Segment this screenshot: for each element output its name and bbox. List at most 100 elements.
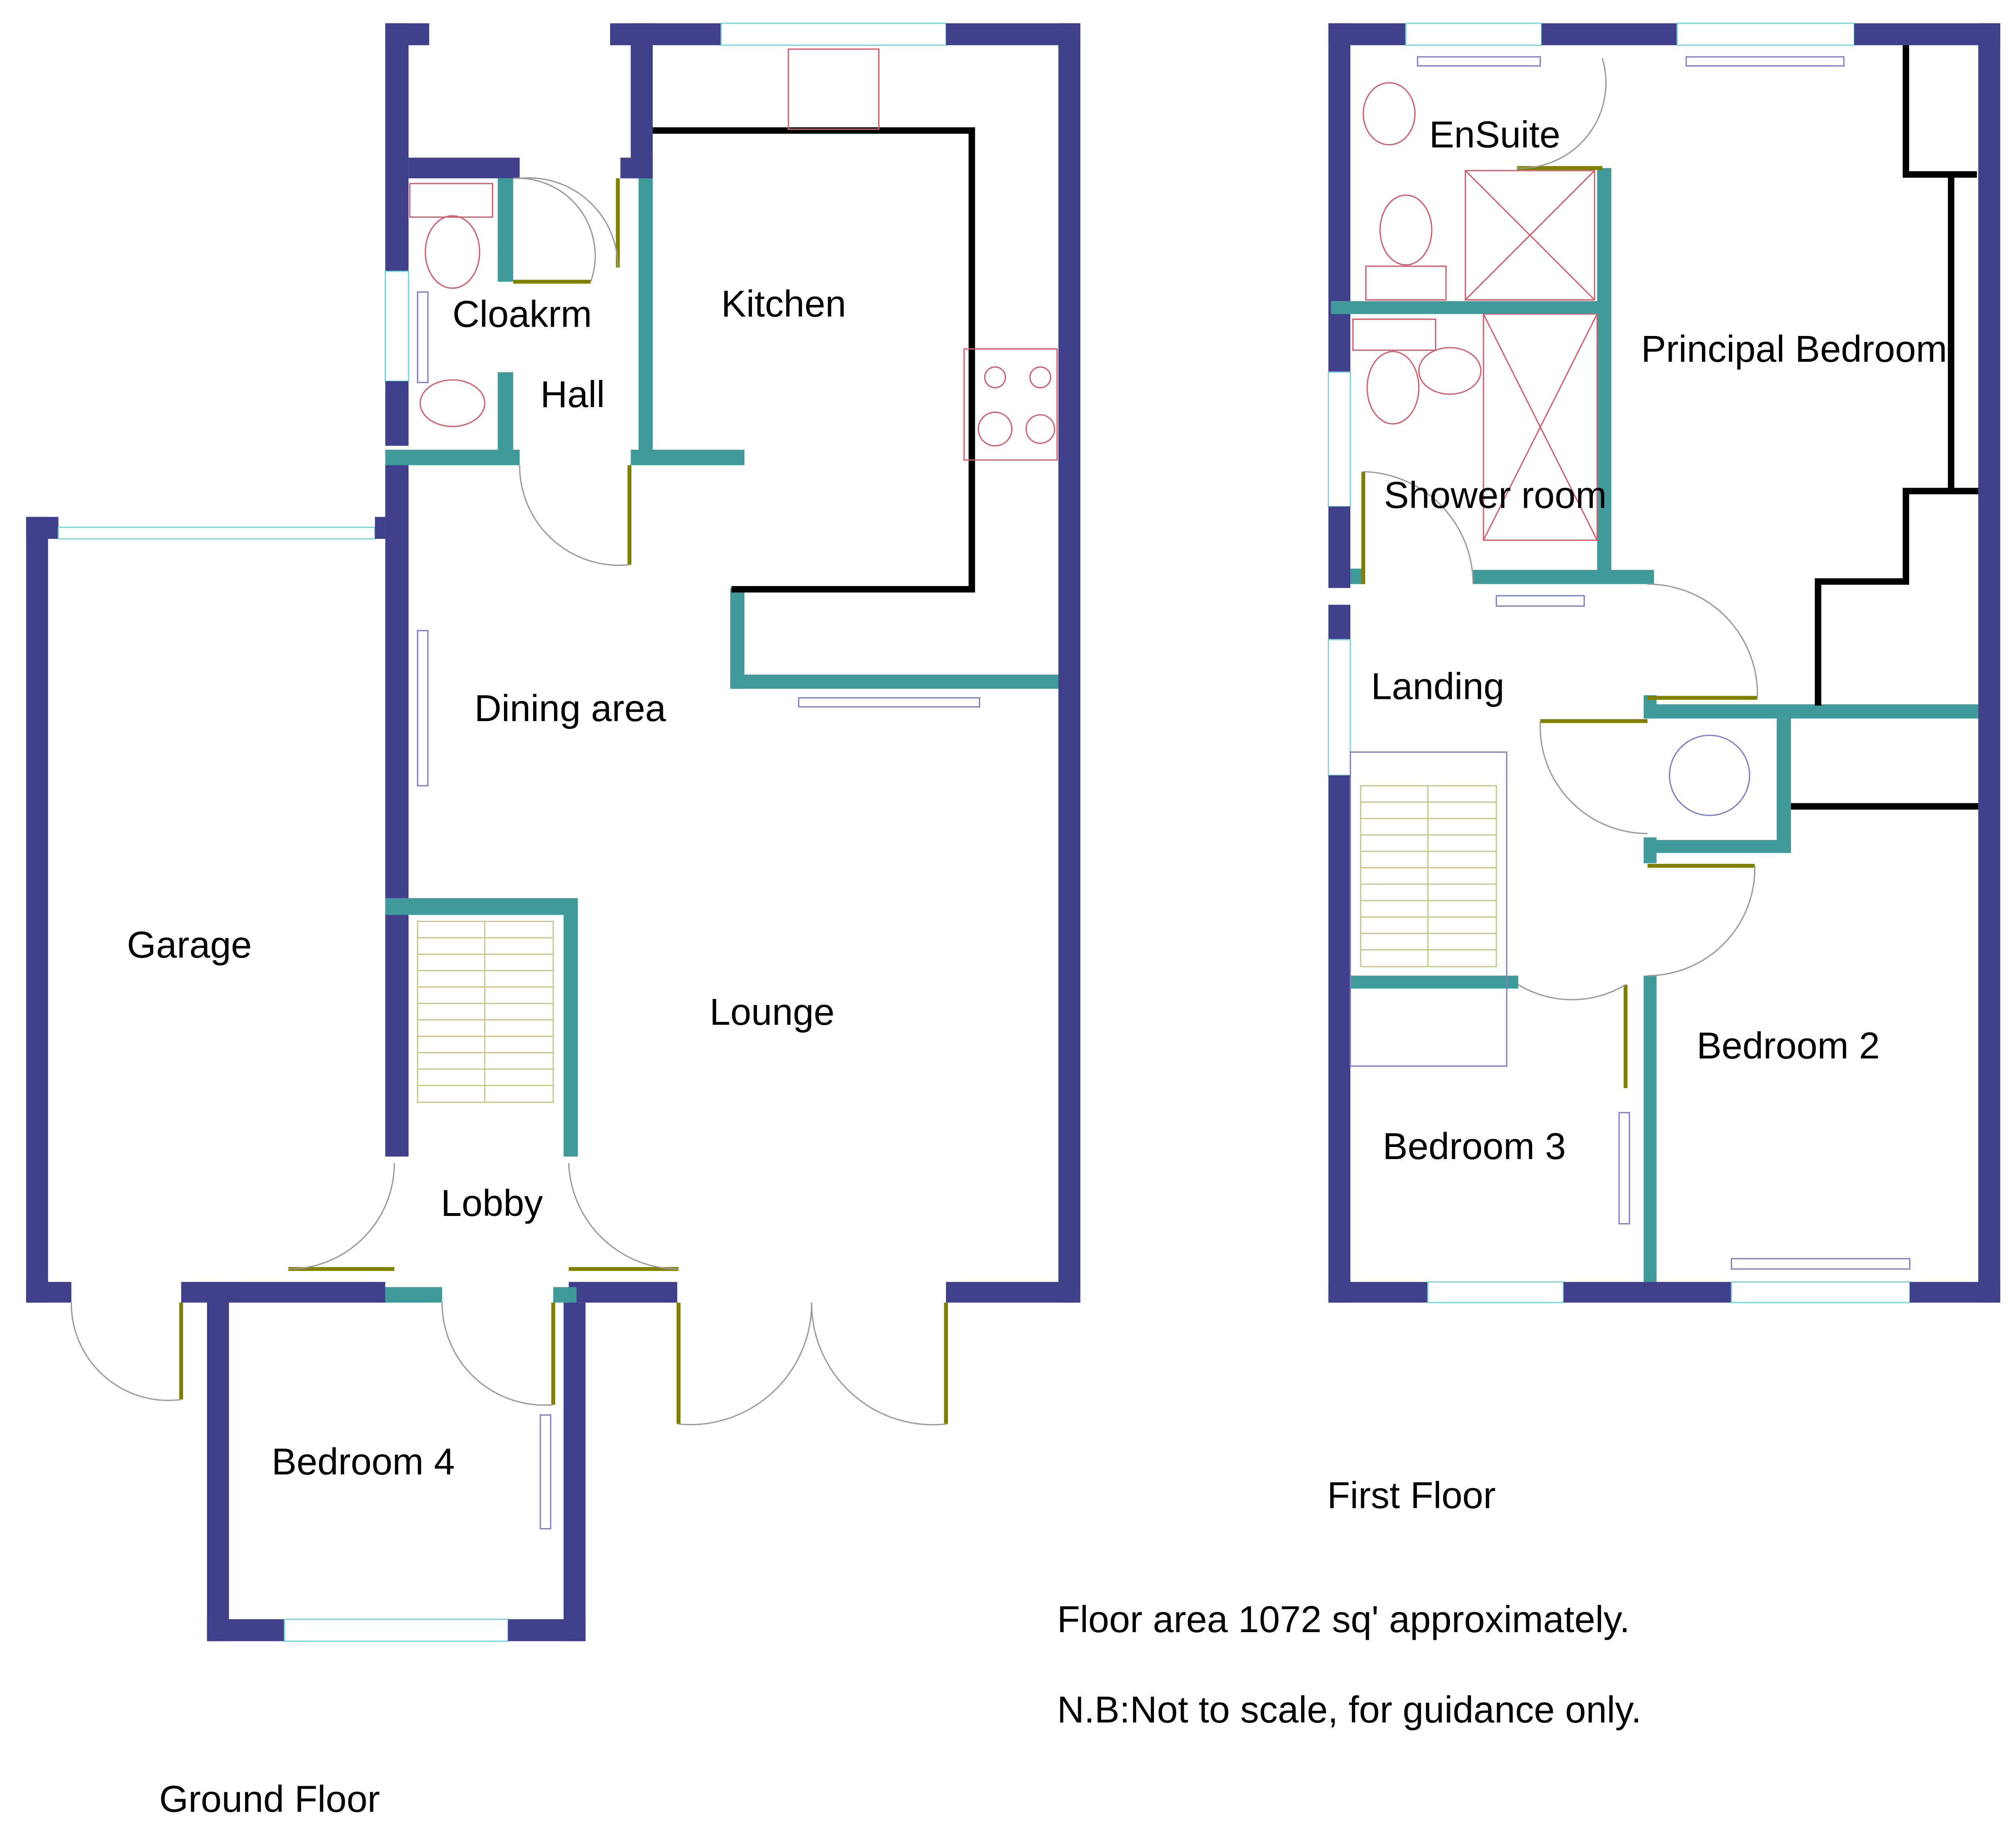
hob [963,348,1058,461]
floor-area-note: Floor area 1072 sq' approximately. [1057,1598,1630,1640]
internal-wall [498,372,513,452]
room-label-bedroom4: Bedroom 4 [272,1441,455,1483]
door-swing [1363,471,1474,584]
door-swing [288,1163,395,1270]
external-wall [946,23,1081,46]
external-wall [26,517,58,539]
door-swing [1539,721,1648,834]
external-wall [1058,23,1081,1303]
shower-room-cistern [1352,318,1437,351]
room-label-kitchen: Kitchen [721,283,846,325]
external-wall [1563,1282,1732,1303]
ground-floor-title: Ground Floor [159,1778,380,1820]
fixtures [409,48,1911,1530]
cylinder [1668,734,1750,816]
hob-ring [977,411,1013,447]
window [1328,639,1351,776]
kitchen-sink [787,48,880,130]
external-wall [375,517,385,539]
radiator [417,630,429,786]
cloak-cistern [409,183,494,218]
door-swing [1518,984,1626,1001]
internal-wall [1643,976,1657,1282]
room-labels: Cloakrm Kitchen Hall Dining area Garage … [127,113,1947,1820]
cloak-basin [419,379,485,427]
external-wall [385,23,409,271]
internal-wall [1654,840,1791,853]
internal-wall [1643,837,1657,863]
external-wall [1910,1282,2000,1303]
door-swing [441,1302,554,1406]
external-wall [610,23,721,46]
walls [26,23,2000,1642]
shower-room-tray [1483,313,1598,541]
bedroom3-cupboard [1350,751,1508,1067]
radiator [1495,595,1585,607]
external-wall [946,1282,1081,1303]
internal-wall [385,898,578,915]
internal-wall [730,588,745,689]
room-label-principal-bedroom: Principal Bedroom [1641,328,1947,370]
external-wall [1328,1282,1428,1303]
window [1677,23,1855,46]
external-wall [1854,23,2000,46]
internal-wall [1597,168,1612,571]
room-label-shower-room: Shower room [1384,474,1607,516]
external-wall [1328,605,1351,640]
room-label-lounge: Lounge [710,991,835,1033]
external-wall [1328,507,1351,588]
door-swing [71,1302,181,1401]
first-floor-title: First Floor [1327,1474,1495,1516]
internal-wall [638,178,653,452]
ensuite-shower-tray [1464,170,1595,300]
doors [71,58,1758,1426]
external-wall [631,23,653,179]
internal-wall [553,1287,577,1303]
disclaimer-note: N.B:Not to scale, for guidance only. [1057,1689,1641,1731]
room-label-dining: Dining area [475,687,666,729]
external-wall [1978,23,2000,1303]
stairs [417,785,1497,1103]
shower-tray-line [1465,170,1595,300]
internal-wall [385,1287,442,1303]
door-swing [513,177,596,282]
ensuite-toilet [1379,194,1433,266]
door-swing [519,177,619,268]
room-label-bedroom3: Bedroom 3 [1383,1125,1566,1167]
external-wall [569,1282,677,1303]
shower-room-toilet [1366,350,1420,425]
external-wall [385,381,409,446]
internal-wall [1350,976,1518,989]
internal-wall [1350,568,1364,584]
external-wall [26,1282,71,1303]
door-swing [678,1302,812,1426]
door-swing [1647,865,1756,976]
external-wall [1328,775,1351,1303]
room-label-ensuite: EnSuite [1429,113,1560,155]
door-swing [1647,583,1758,698]
internal-wall [631,450,745,465]
radiator [798,697,981,708]
external-wall [563,1302,586,1641]
room-label-cloakroom: Cloakrm [452,293,592,335]
cloak-toilet [425,215,481,289]
window [58,526,376,540]
window [1731,1281,1911,1303]
room-label-hall: Hall [540,373,605,415]
ensuite-basin [1362,82,1416,146]
internal-wall [563,898,578,1157]
partition-lines [652,45,1979,810]
internal-wall [1643,704,1979,719]
radiator [417,291,429,384]
window [1405,23,1542,46]
external-wall [207,1282,229,1641]
internal-wall [498,178,513,282]
internal-wall [385,450,520,465]
hob-ring [984,366,1006,388]
external-wall [1541,23,1677,46]
radiator [1417,56,1541,67]
window [1427,1281,1564,1303]
door-swing [1517,58,1607,169]
hob-ring [1025,414,1055,444]
ensuite-cistern [1365,265,1447,300]
